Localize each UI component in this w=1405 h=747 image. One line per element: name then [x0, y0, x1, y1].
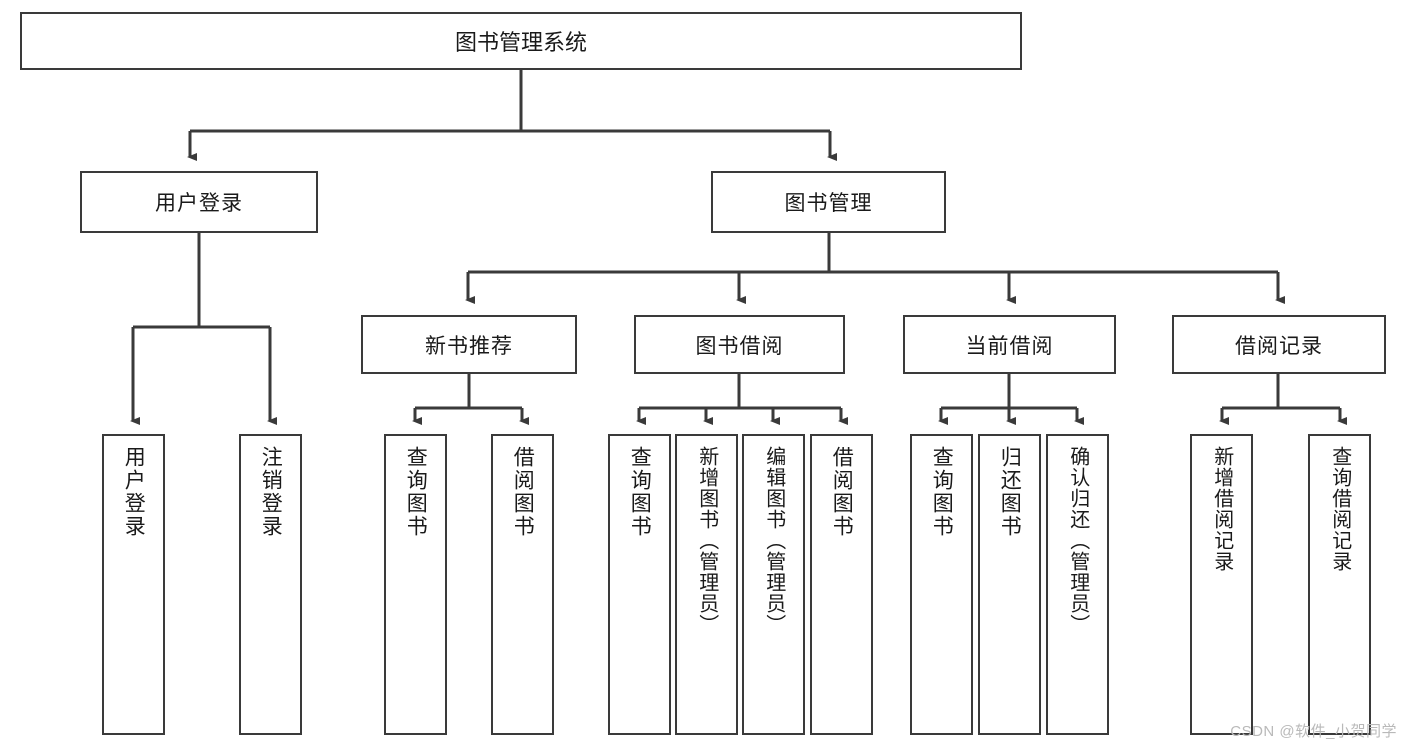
leaf-label: 用户登录 [122, 446, 146, 538]
leaf-label: 借阅图书 [511, 446, 535, 538]
node-label: 当前借阅 [965, 334, 1054, 358]
leaf-label: 新增图书（管理员） [695, 446, 718, 635]
leaf-label: 归还图书 [998, 446, 1022, 538]
leaf-user-login-login[interactable]: 用户登录 [102, 434, 165, 735]
leaf-book-borrow-edit-book-admin[interactable]: 编辑图书（管理员） [742, 434, 805, 735]
leaf-user-login-logout[interactable]: 注销登录 [239, 434, 302, 735]
node-new-book-recommend[interactable]: 新书推荐 [361, 315, 577, 374]
leaf-label: 查询图书 [628, 446, 652, 538]
leaf-current-borrow-return-book[interactable]: 归还图书 [978, 434, 1041, 735]
node-label: 图书借阅 [695, 334, 784, 358]
node-label: 借阅记录 [1235, 334, 1323, 358]
node-borrow-records[interactable]: 借阅记录 [1172, 315, 1386, 374]
csdn-watermark: CSDN @软件_小贺同学 [1230, 723, 1397, 740]
leaf-label: 查询借阅记录 [1328, 446, 1351, 572]
leaf-new-book-borrow-book[interactable]: 借阅图书 [491, 434, 554, 735]
node-book-management[interactable]: 图书管理 [711, 171, 946, 233]
node-user-login[interactable]: 用户登录 [80, 171, 318, 233]
node-label: 用户登录 [155, 192, 243, 215]
leaf-label: 注销登录 [259, 446, 283, 538]
leaf-label: 借阅图书 [830, 446, 854, 538]
leaf-current-borrow-query-book[interactable]: 查询图书 [910, 434, 973, 735]
leaf-new-book-query-book[interactable]: 查询图书 [384, 434, 447, 735]
leaf-label: 查询图书 [930, 446, 954, 538]
leaf-borrow-records-query-record[interactable]: 查询借阅记录 [1308, 434, 1371, 735]
node-current-borrow[interactable]: 当前借阅 [903, 315, 1116, 374]
leaf-current-borrow-confirm-return-admin[interactable]: 确认归还（管理员） [1046, 434, 1109, 735]
node-root-book-management-system[interactable]: 图书管理系统 [20, 12, 1022, 70]
leaf-label: 编辑图书（管理员） [762, 446, 785, 635]
leaf-label: 查询图书 [404, 446, 428, 538]
leaf-book-borrow-add-book-admin[interactable]: 新增图书（管理员） [675, 434, 738, 735]
leaf-label: 新增借阅记录 [1210, 446, 1233, 572]
leaf-borrow-records-add-record[interactable]: 新增借阅记录 [1190, 434, 1253, 735]
node-label: 新书推荐 [425, 334, 513, 358]
node-book-borrow[interactable]: 图书借阅 [634, 315, 845, 374]
leaf-book-borrow-borrow-book[interactable]: 借阅图书 [810, 434, 873, 735]
node-label: 图书管理系统 [454, 30, 587, 55]
leaf-book-borrow-query-book[interactable]: 查询图书 [608, 434, 671, 735]
leaf-label: 确认归还（管理员） [1066, 446, 1089, 635]
node-label: 图书管理 [784, 192, 873, 215]
